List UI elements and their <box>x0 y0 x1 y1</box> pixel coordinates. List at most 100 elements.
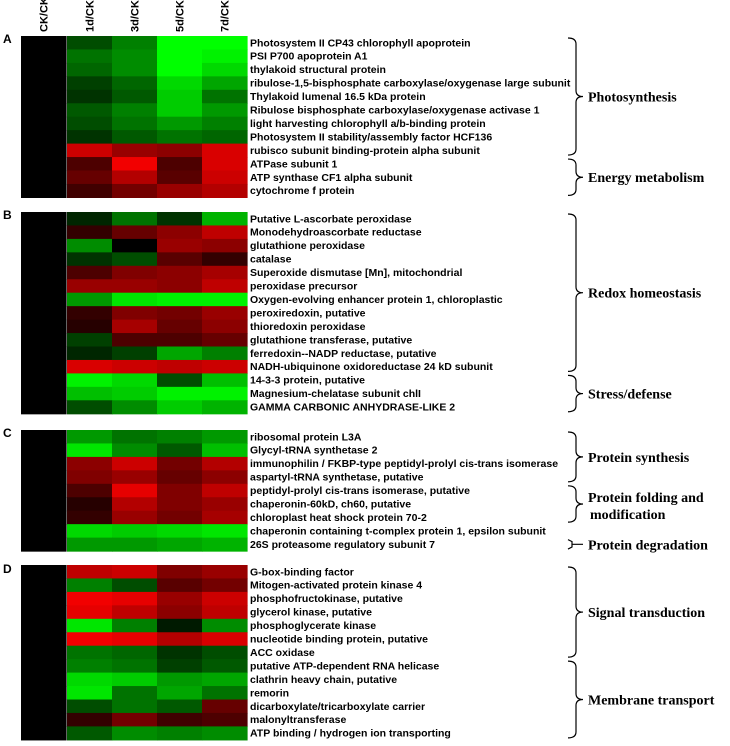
heatmap-cell <box>67 130 113 145</box>
heatmap-cell <box>112 430 158 445</box>
heatmap-cell <box>112 252 158 267</box>
heatmap-cell <box>112 359 158 374</box>
heatmap-cell <box>21 252 67 267</box>
group-label: Membrane transport <box>588 694 715 709</box>
row-label: chloroplast heat shock protein 70-2 <box>250 512 427 524</box>
heatmap-cell <box>67 89 113 104</box>
group-label: Photosynthesis <box>588 91 677 106</box>
heatmap-cell <box>202 143 248 158</box>
heatmap-cell <box>21 319 67 334</box>
column-header-7d-ck: 7d/CK <box>220 0 232 32</box>
group-brace <box>567 37 584 156</box>
row-label: Glycyl-tRNA synthetase 2 <box>250 445 378 457</box>
panel-label: A <box>3 32 12 46</box>
heatmap-cell <box>112 605 158 620</box>
heatmap-cell <box>112 565 158 580</box>
heatmap-cell <box>67 292 113 307</box>
heatmap-cell <box>21 456 67 471</box>
heatmap-cell <box>157 89 203 104</box>
heatmap-cell <box>157 524 203 539</box>
heatmap-cell <box>202 292 248 307</box>
heatmap-cell <box>21 470 67 485</box>
heatmap-cell <box>67 618 113 633</box>
heatmap-cell <box>67 578 113 593</box>
heatmap-cell <box>112 116 158 131</box>
heatmap-cell <box>21 443 67 458</box>
heatmap-cell <box>112 103 158 118</box>
row-label: Thylakoid lumenal 16.5 kDa protein <box>250 91 426 103</box>
heatmap-cell <box>21 699 67 714</box>
heatmap-cell <box>21 591 67 606</box>
heatmap-cell <box>21 157 67 172</box>
row-label: Photosystem II CP43 chlorophyll apoprote… <box>250 37 471 49</box>
heatmap-cell <box>67 699 113 714</box>
heatmap-cell <box>202 565 248 580</box>
heatmap-cell <box>202 686 248 701</box>
heatmap-cell <box>202 712 248 727</box>
heatmap-cell <box>202 346 248 361</box>
heatmap-cell <box>112 292 158 307</box>
heatmap-cell <box>202 659 248 674</box>
row-label: Oxygen-evolving enhancer protein 1, chlo… <box>250 294 503 306</box>
heatmap-cell <box>112 386 158 401</box>
heatmap-cell <box>112 483 158 498</box>
heatmap-cell <box>21 76 67 91</box>
heatmap-cell <box>157 565 203 580</box>
heatmap-cell <box>67 252 113 267</box>
heatmap-cell <box>202 103 248 118</box>
heatmap-cell <box>21 346 67 361</box>
group-brace <box>567 539 583 550</box>
heatmap-cell <box>21 510 67 525</box>
heatmap-cell <box>67 537 113 552</box>
row-label: ATP synthase CF1 alpha subunit <box>250 172 413 184</box>
heatmap-cell <box>21 400 67 415</box>
row-label: immunophilin / FKBP-type peptidyl-prolyl… <box>250 458 558 470</box>
heatmap-cell <box>202 359 248 374</box>
heatmap-cell <box>21 89 67 104</box>
heatmap-cell <box>157 686 203 701</box>
group-label: Protein synthesis <box>588 451 690 466</box>
heatmap-cell <box>67 386 113 401</box>
heatmap-cell <box>157 618 203 633</box>
heatmap-cell <box>67 672 113 687</box>
heatmap-cell <box>112 36 158 51</box>
heatmap-cell <box>157 157 203 172</box>
heatmap-cell <box>157 497 203 512</box>
heatmap-cell <box>202 36 248 51</box>
row-label: malonyltransferase <box>250 714 346 726</box>
heatmap-cell <box>202 591 248 606</box>
heatmap-cell <box>21 386 67 401</box>
heatmap-cell <box>67 76 113 91</box>
heatmap-cell <box>21 103 67 118</box>
heatmap-cell <box>157 373 203 388</box>
heatmap-cell <box>157 483 203 498</box>
heatmap-cell <box>67 632 113 647</box>
heatmap-cell <box>21 359 67 374</box>
heatmap-cell <box>157 333 203 348</box>
heatmap-cell <box>67 659 113 674</box>
heatmap-cell <box>112 62 158 77</box>
row-label: ferredoxin--NADP reductase, putative <box>250 348 437 360</box>
group-brace <box>567 158 584 196</box>
heatmap-cell <box>112 672 158 687</box>
heatmap-cell <box>21 497 67 512</box>
row-label: chaperonin-60kD, ch60, putative <box>250 499 411 511</box>
heatmap-cell <box>112 632 158 647</box>
heatmap-cell <box>67 456 113 471</box>
row-label: peroxidase precursor <box>250 281 357 293</box>
row-label: PSI P700 apoprotein A1 <box>250 51 368 63</box>
heatmap-cell <box>67 510 113 525</box>
heatmap-cell <box>112 279 158 294</box>
heatmap-cell <box>67 712 113 727</box>
row-label: thylakoid structural protein <box>250 64 386 76</box>
group-brace <box>567 374 584 413</box>
heatmap-cell <box>202 456 248 471</box>
row-label: ATPase subunit 1 <box>250 158 337 170</box>
heatmap-cell <box>202 618 248 633</box>
heatmap-cell <box>157 62 203 77</box>
heatmap-cell <box>67 497 113 512</box>
heatmap-cell <box>112 645 158 660</box>
row-label: NADH-ubiquinone oxidoreductase 24 kD sub… <box>250 361 493 373</box>
